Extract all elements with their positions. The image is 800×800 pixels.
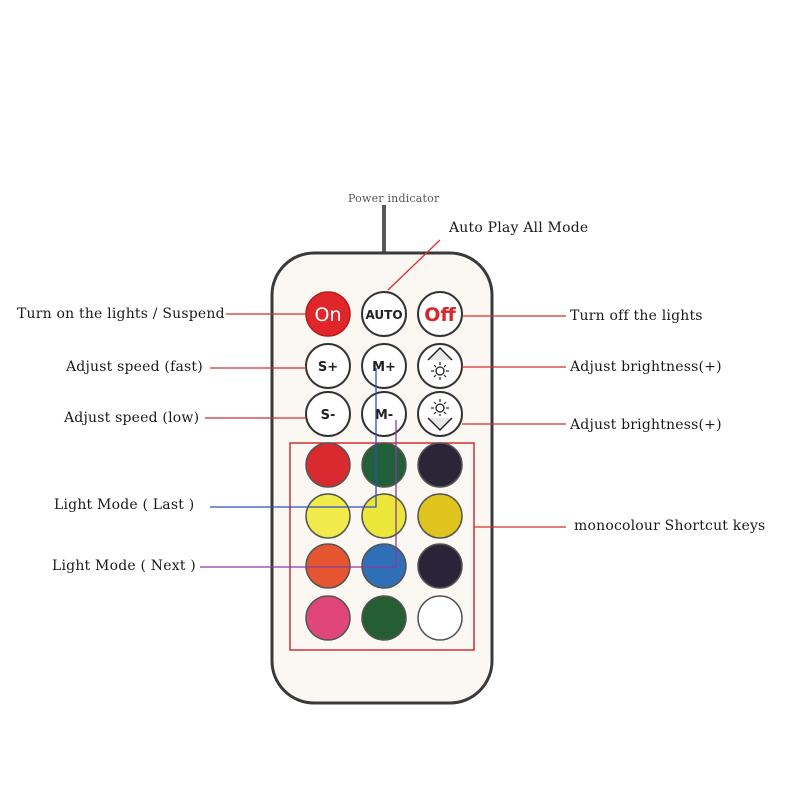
color-key-grid [305,442,463,641]
color-key-r4-c2[interactable] [361,595,407,641]
power-indicator-nub [382,205,386,257]
mode-plus-button[interactable]: M+ [361,343,407,389]
on-button[interactable]: On [305,291,351,337]
speed-fast-label: Adjust speed (fast) [66,359,203,375]
auto-button[interactable]: AUTO [361,291,407,337]
color-key-r3-c2[interactable] [361,543,407,589]
off-button[interactable]: Off [417,291,463,337]
brightness-down-icon [427,399,453,432]
color-key-r2-c2[interactable] [361,493,407,539]
mono-keys-label: monocolour Shortcut keys [574,518,766,534]
mode-minus-button[interactable]: M- [361,391,407,437]
color-key-r1-c1[interactable] [305,442,351,488]
brightness-up-icon [427,346,453,380]
auto-button-label: AUTO [365,308,402,322]
speed-low-label: Adjust speed (low) [64,410,200,426]
color-key-r3-c3[interactable] [417,543,463,589]
brightness-down-label: Adjust brightness(+) [570,417,722,433]
brightness-up-button[interactable] [417,343,463,389]
off-button-label: Off [424,304,456,326]
brightness-down-button[interactable] [417,391,463,437]
color-key-r4-c3[interactable] [417,595,463,641]
on-button-label: On [315,304,342,326]
color-key-r1-c2[interactable] [361,442,407,488]
color-key-r4-c1[interactable] [305,595,351,641]
speed-minus-label: S- [321,408,336,423]
auto-play-line [387,239,441,291]
mode-minus-label: M- [375,408,393,423]
speed-minus-button[interactable]: S- [305,391,351,437]
mode-plus-label: M+ [372,360,396,375]
color-key-r1-c3[interactable] [417,442,463,488]
turn-on-label: Turn on the lights / Suspend [17,306,225,322]
color-key-r2-c3[interactable] [417,493,463,539]
light-mode-next-line [200,420,397,568]
brightness-up-label: Adjust brightness(+) [570,359,722,375]
speed-plus-label: S+ [318,360,338,375]
power-indicator-label: Power indicator [348,192,440,205]
turn-off-label: Turn off the lights [570,308,703,324]
color-key-r3-c1[interactable] [305,543,351,589]
color-key-r2-c1[interactable] [305,493,351,539]
speed-plus-button[interactable]: S+ [305,343,351,389]
callout-lines [200,239,566,568]
light-mode-last-label: Light Mode ( Last ) [54,497,195,513]
light-mode-next-label: Light Mode ( Next ) [52,558,196,574]
auto-play-label: Auto Play All Mode [449,220,589,236]
light-mode-last-line [210,368,377,508]
